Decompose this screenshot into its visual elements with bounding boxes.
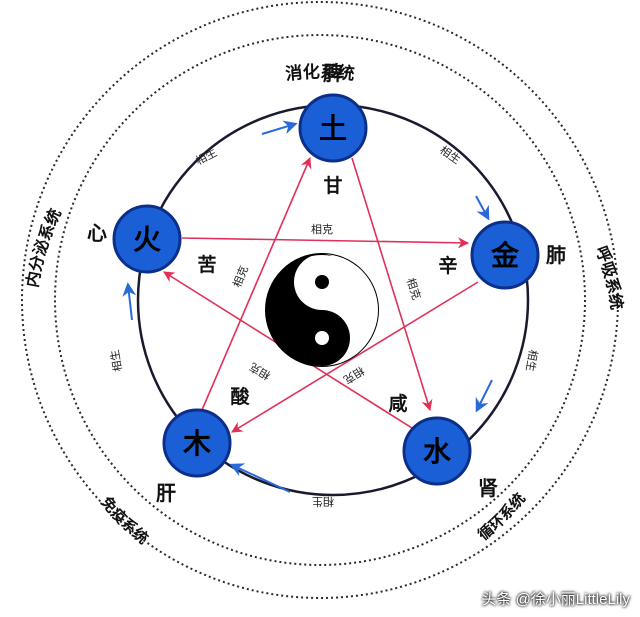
element-earth: 土 — [319, 112, 347, 145]
watermark: 头条 @徐小丽LittleLily — [481, 591, 630, 608]
organ-lung: 肺 — [546, 243, 566, 267]
label-restraining-earth-water: 相克 — [404, 276, 423, 301]
element-fire: 火 — [133, 223, 161, 256]
organ-liver: 肝 — [156, 481, 176, 505]
organ-kidney: 肾 — [478, 476, 498, 500]
node-earth: 土 — [298, 93, 368, 163]
element-water: 水 — [423, 435, 452, 468]
node-wood: 木 — [162, 408, 232, 478]
label-restraining-wood-earth: 相克 — [231, 264, 251, 289]
arrow-metal-to-water — [475, 379, 493, 413]
label-restraining-metal-wood: 相克 — [341, 364, 367, 387]
restrain-earth-water — [351, 157, 433, 412]
yin-yang-icon — [265, 253, 379, 367]
label-generating-earth-metal: 相生 — [437, 143, 463, 167]
label-restraining-water-fire: 相克 — [247, 360, 273, 382]
element-metal: 金 — [490, 239, 520, 272]
taste-sour: 酸 — [230, 385, 250, 408]
arrow-earth-to-metal — [475, 195, 490, 221]
system-label-endocrine: 内分泌系统 — [22, 206, 64, 289]
label-generating-water-wood: 相生 — [312, 495, 334, 509]
node-metal: 金 — [470, 220, 540, 290]
system-label-digestive: 消化系统 — [285, 61, 356, 84]
node-water: 水 — [402, 416, 472, 486]
restrain-fire-metal — [181, 237, 470, 249]
restrain-wood-earth — [201, 156, 312, 411]
label-generating-wood-fire: 相生 — [107, 349, 125, 373]
organ-spleen: 脾 — [323, 61, 343, 85]
taste-salty: 咸 — [388, 392, 407, 415]
arrow-fire-to-earth — [261, 120, 298, 135]
element-wood: 木 — [182, 427, 211, 460]
restrain-metal-wood — [231, 281, 479, 433]
system-label-respiratory: 呼吸系统 — [592, 243, 627, 311]
taste-pungent: 辛 — [438, 254, 457, 277]
organ-heart: 心 — [87, 221, 107, 245]
taste-sweet: 甘 — [323, 175, 342, 197]
inner-ring — [54, 34, 586, 566]
node-fire: 火 — [112, 204, 182, 274]
outer-ring — [21, 1, 619, 599]
label-generating-metal-water: 相生 — [523, 349, 541, 373]
arrow-wood-to-fire — [122, 282, 137, 321]
arrow-water-to-wood — [229, 463, 291, 493]
label-generating-fire-earth: 相生 — [193, 145, 219, 168]
label-restraining-fire-metal: 相克 — [311, 223, 333, 236]
system-label-immune: 免疫系统 — [97, 493, 151, 547]
taste-bitter: 苦 — [197, 253, 216, 276]
